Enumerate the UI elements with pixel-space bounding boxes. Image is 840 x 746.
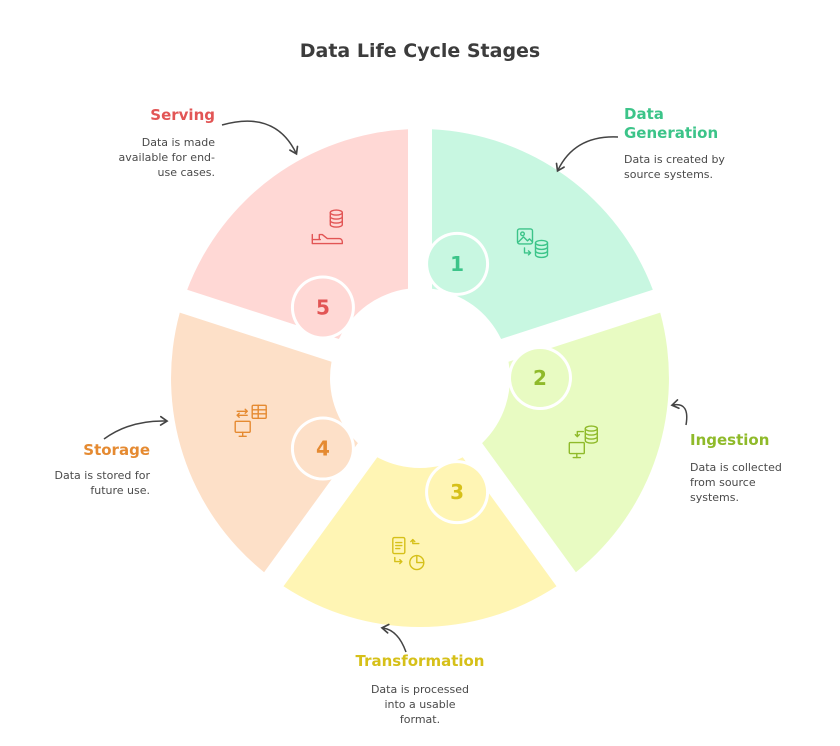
stage-2-name: Ingestion (690, 431, 770, 449)
segment-stage-1 (432, 129, 653, 339)
image-to-database-icon (516, 228, 549, 259)
diagram-title: Data Life Cycle Stages (299, 40, 541, 62)
stage-3-number: 3 (450, 480, 464, 504)
stage-5-number: 5 (316, 295, 330, 319)
stage-4-badge: 4 (290, 416, 355, 481)
arrow-to-stage-3 (380, 623, 407, 653)
stage-2-badge: 2 (508, 346, 572, 410)
arrow-to-stage-5 (221, 120, 299, 156)
stage-1-number: 1 (450, 252, 464, 276)
document-chart-icon (392, 536, 425, 571)
stage-4-name: Storage (83, 441, 150, 459)
hand-database-icon (311, 209, 343, 245)
stage-1-badge: 1 (425, 231, 490, 296)
arrow-to-stage-2 (670, 399, 688, 426)
arrow-to-stage-4 (103, 415, 169, 440)
segment-stage-5 (187, 129, 408, 339)
monitor-database-icon (568, 425, 598, 459)
arrow-to-stage-1 (555, 136, 619, 173)
segment-stage-3 (283, 457, 557, 628)
monitor-table-icon (234, 404, 267, 437)
stage-3-name: Transformation (355, 652, 485, 670)
stage-2-number: 2 (533, 366, 547, 390)
stage-5-badge: 5 (290, 275, 355, 340)
stage-3-badge: 3 (425, 460, 490, 525)
stage-5-name: Serving (150, 106, 215, 124)
segment-stage-4 (171, 312, 358, 573)
stage-4-number: 4 (316, 437, 330, 461)
